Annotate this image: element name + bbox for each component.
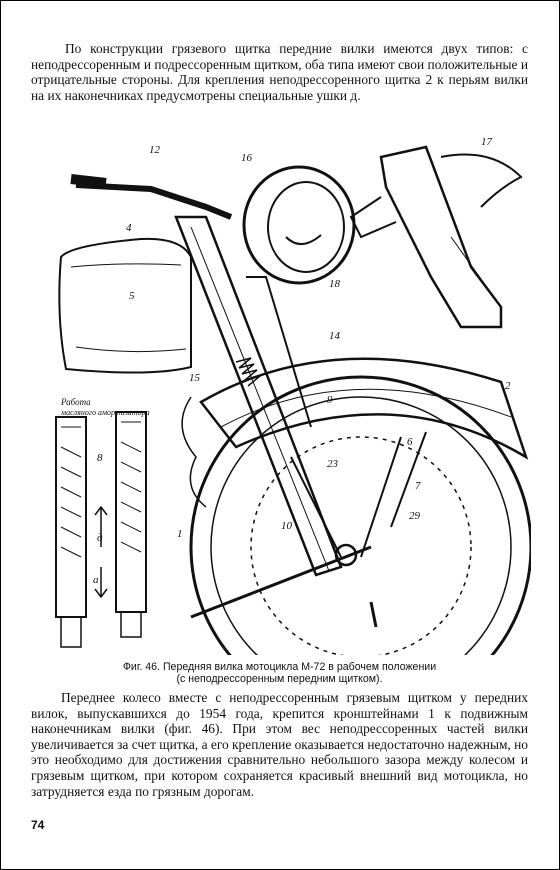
callout-15: 15 <box>189 372 201 384</box>
callout-9: 9 <box>327 394 333 406</box>
caption-line2: (с неподрессоренным передним щитком). <box>176 673 383 686</box>
figure-caption: Фиг. 46. Передняя вилка мотоцикла М-72 в… <box>31 661 528 686</box>
fork-illustration: 12 16 17 4 5 18 14 15 9 2 6 23 7 10 29 1… <box>55 136 531 655</box>
callout-6: 6 <box>407 436 413 448</box>
mudguard-drawing <box>199 357 529 460</box>
callout-2: 2 <box>505 380 511 392</box>
front-wheel-drawing <box>189 375 531 655</box>
fuel-tank-drawing <box>58 237 192 374</box>
callout-16: 16 <box>241 152 253 164</box>
fork-leg-left <box>174 215 343 577</box>
callout-14: 14 <box>329 330 341 342</box>
shock-absorber-left <box>55 416 87 618</box>
bottom-paragraph: Переднее колесо вместе с неподрессоренны… <box>31 690 528 799</box>
callout-17: 17 <box>481 136 493 148</box>
callout-5: 5 <box>129 290 135 302</box>
callout-d: д <box>97 532 103 544</box>
callout-18: 18 <box>329 278 341 290</box>
callout-1: 1 <box>177 528 183 540</box>
callout-7: 7 <box>415 480 421 492</box>
callout-29: 29 <box>409 510 421 522</box>
callout-4: 4 <box>126 222 132 234</box>
callout-a: а <box>93 574 99 586</box>
tank-label-line2: масляного амортизатора <box>60 408 150 417</box>
callout-8: 8 <box>97 452 103 464</box>
callout-23: 23 <box>327 458 339 470</box>
fork-leg-right <box>246 276 312 428</box>
callout-10: 10 <box>281 520 293 532</box>
detached-fork-drawing <box>379 145 503 329</box>
shock-absorber-right <box>115 411 147 613</box>
callout-12: 12 <box>149 144 161 156</box>
caption-line1: Фиг. 46. Передняя вилка мотоцикла М-72 в… <box>122 661 437 673</box>
page-number: 74 <box>31 818 45 832</box>
headlight-drawing <box>242 165 356 285</box>
tank-label-line1: Работа <box>60 397 91 407</box>
handlebar-drawing <box>75 182 233 220</box>
top-paragraph: По конструкции грязевого щитка передние … <box>31 41 528 103</box>
